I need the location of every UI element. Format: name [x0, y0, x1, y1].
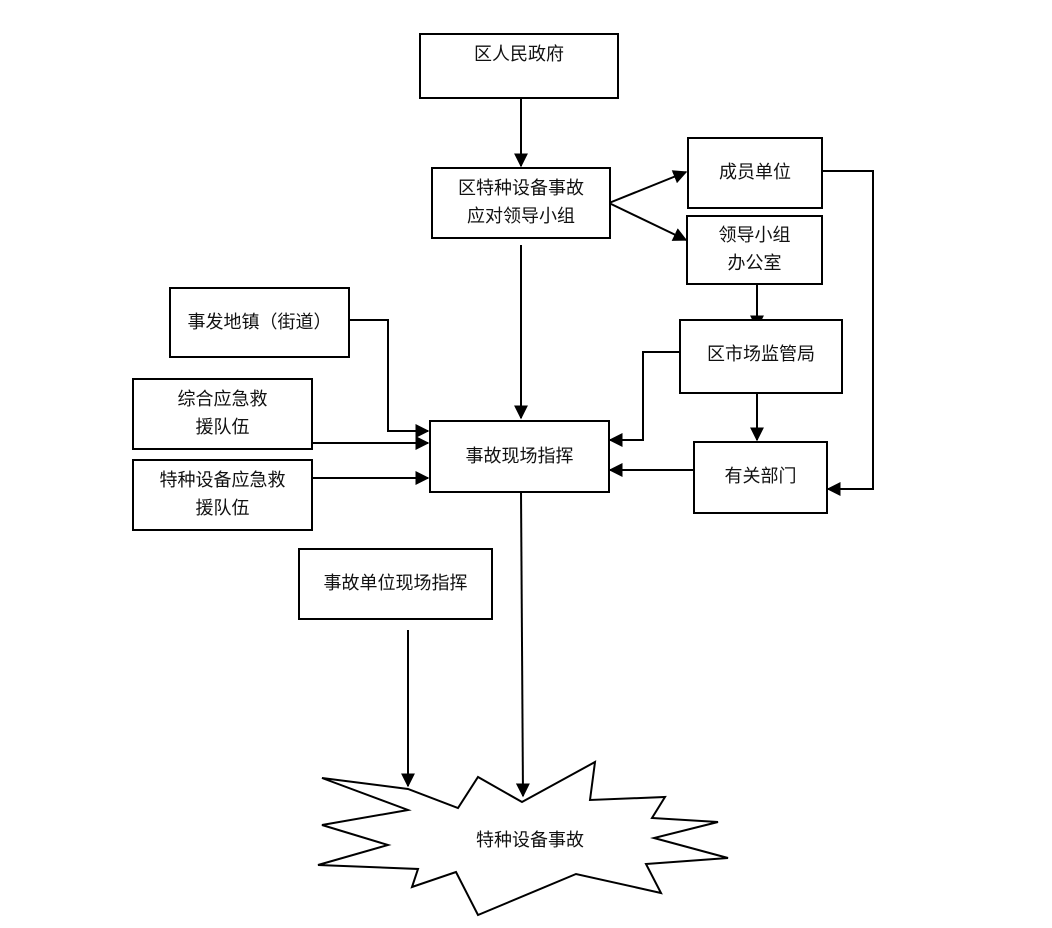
node-member-units-label: 成员单位	[719, 162, 791, 183]
arrow-group-to-members	[608, 170, 688, 204]
node-unit-site-command-label: 事故单位现场指挥	[323, 573, 468, 594]
node-comprehensive-team: 综合应急救 援队伍	[132, 378, 313, 450]
node-related-departments: 有关部门	[693, 441, 828, 514]
node-unit-site-command: 事故单位现场指挥	[298, 548, 493, 620]
node-leading-group: 区特种设备事故 应对领导小组	[431, 167, 611, 239]
node-special-equipment-team: 特种设备应急救 援队伍	[132, 459, 313, 531]
node-district-government: 区人民政府	[419, 33, 619, 99]
node-town-street: 事发地镇（街道）	[169, 287, 350, 358]
node-site-command-label: 事故现场指挥	[465, 445, 574, 467]
node-leading-group-label: 区特种设备事故 应对领导小组	[458, 178, 584, 227]
node-related-departments-label: 有关部门	[724, 466, 797, 487]
node-group-office: 领导小组 办公室	[686, 215, 823, 285]
node-town-street-label: 事发地镇（街道）	[187, 312, 332, 333]
arrow-site-command-to-accident	[515, 491, 530, 798]
node-special-equipment-team-label: 特种设备应急救 援队伍	[159, 470, 286, 519]
node-comprehensive-team-label: 综合应急救 援队伍	[177, 389, 268, 438]
accident-label: 特种设备事故	[476, 830, 584, 851]
arrow-market-to-site-command	[608, 351, 680, 447]
node-market-supervision-label: 区市场监管局	[707, 344, 815, 365]
node-member-units: 成员单位	[687, 137, 823, 209]
node-district-government-label: 区人民政府	[474, 44, 564, 65]
arrow-group-to-office	[608, 202, 688, 241]
arrow-members-to-departments	[822, 170, 874, 496]
accident-burst-shape	[317, 760, 729, 917]
node-site-command: 事故现场指挥	[429, 420, 610, 493]
node-market-supervision: 区市场监管局	[679, 319, 843, 394]
arrow-town-to-site-command	[349, 319, 430, 438]
node-group-office-label: 领导小组 办公室	[718, 225, 791, 274]
